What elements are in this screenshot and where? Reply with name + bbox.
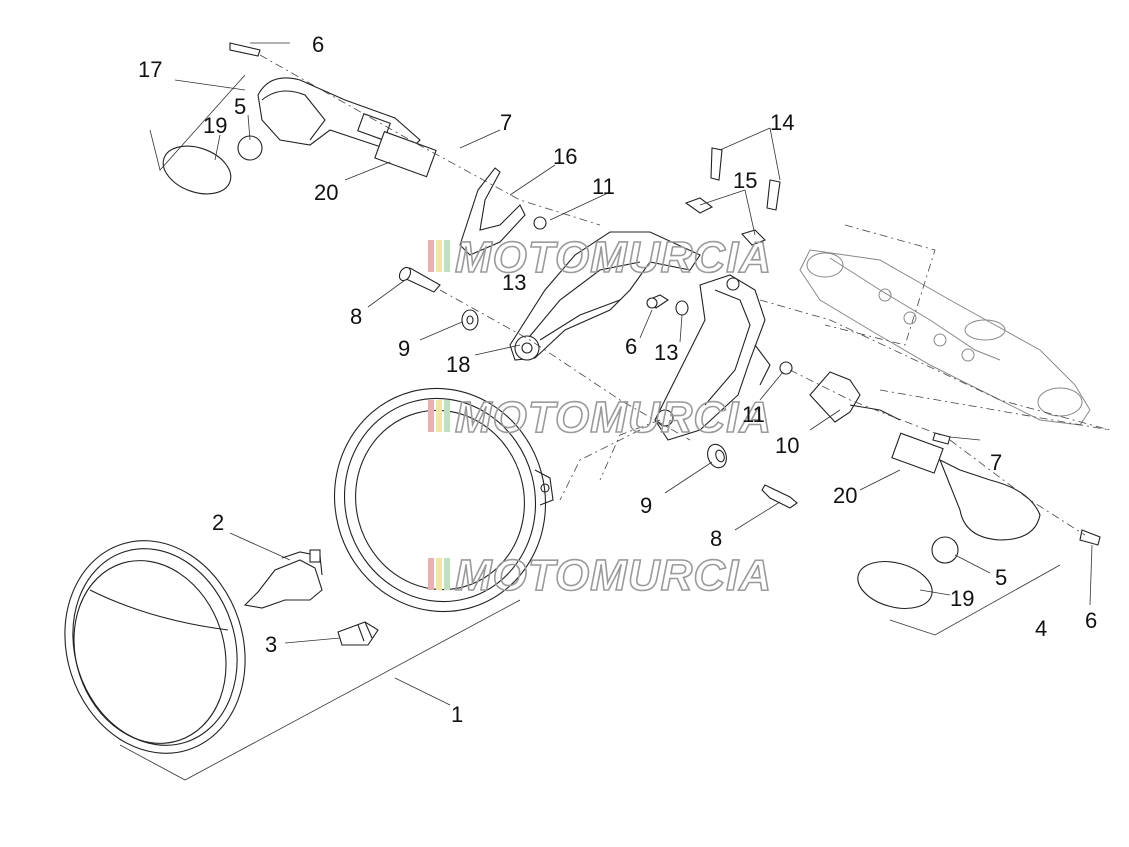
washer-9-lower bbox=[707, 443, 727, 469]
watermark-bottom: MOTOMURCIA bbox=[428, 550, 772, 601]
headlight-bracket-right bbox=[654, 274, 771, 441]
callout-11-upper: 11 bbox=[592, 174, 615, 199]
callout-6-right: 6 bbox=[1085, 608, 1097, 633]
callout-9-lower: 9 bbox=[640, 493, 652, 518]
callout-19-left: 19 bbox=[203, 113, 227, 138]
fork-clamp-ghost bbox=[799, 224, 1091, 426]
nut-11-lower bbox=[779, 361, 793, 375]
turn-signal-right bbox=[809, 371, 1101, 609]
washer-13-center bbox=[675, 300, 689, 316]
callout-5-right: 5 bbox=[995, 565, 1007, 590]
turn-signal-bracket-16 bbox=[459, 167, 526, 256]
screw-8-lower bbox=[761, 484, 798, 509]
washer-9-upper bbox=[461, 309, 479, 331]
callout-20-right: 20 bbox=[833, 483, 857, 508]
callout-6-center: 6 bbox=[625, 334, 637, 359]
callout-19-right: 19 bbox=[950, 586, 974, 611]
callout-13-upper: 13 bbox=[502, 270, 526, 295]
callout-10: 10 bbox=[775, 433, 799, 458]
svg-text:MOTOMURCIA: MOTOMURCIA bbox=[455, 393, 772, 442]
bulb-h4 bbox=[243, 549, 323, 609]
screw-6-center bbox=[646, 294, 670, 309]
headlight-front-lens bbox=[64, 540, 246, 754]
turn-signal-left bbox=[162, 42, 437, 195]
clips-15 bbox=[684, 197, 766, 246]
headlight-bracket-left bbox=[509, 231, 701, 361]
callout-8-lower: 8 bbox=[710, 526, 722, 551]
callout-6-top: 6 bbox=[312, 32, 324, 57]
group-bracket-lines bbox=[119, 74, 1061, 781]
callout-5-left: 5 bbox=[234, 94, 246, 119]
callout-11-lower: 11 bbox=[742, 402, 765, 427]
callout-2: 2 bbox=[212, 510, 224, 535]
callout-4: 4 bbox=[1035, 616, 1047, 641]
callout-1: 1 bbox=[451, 702, 463, 727]
callout-14: 14 bbox=[770, 110, 794, 135]
callout-13-lower: 13 bbox=[654, 340, 678, 365]
svg-text:MOTOMURCIA: MOTOMURCIA bbox=[455, 233, 772, 282]
callout-18: 18 bbox=[446, 352, 470, 377]
nut-11-upper bbox=[533, 216, 547, 230]
bulb-parking bbox=[337, 621, 379, 646]
headlight-rim bbox=[333, 387, 554, 613]
callouts: 6 17 5 19 7 20 16 11 14 15 13 8 9 18 6 1… bbox=[138, 32, 1097, 727]
callout-7-upper: 7 bbox=[500, 110, 512, 135]
callout-15: 15 bbox=[733, 168, 757, 193]
screws-14 bbox=[710, 147, 781, 211]
callout-7-right: 7 bbox=[990, 450, 1002, 475]
screw-8-upper bbox=[398, 266, 441, 293]
callout-9-upper: 9 bbox=[398, 336, 410, 361]
svg-text:MOTOMURCIA: MOTOMURCIA bbox=[455, 551, 772, 600]
callout-17: 17 bbox=[138, 57, 162, 82]
callout-20-left: 20 bbox=[314, 180, 338, 205]
callout-3: 3 bbox=[265, 632, 277, 657]
assembly-lines bbox=[259, 54, 1111, 536]
watermark-top: MOTOMURCIA bbox=[428, 232, 772, 283]
leader-lines bbox=[174, 42, 1093, 706]
callout-16: 16 bbox=[553, 144, 577, 169]
callout-8-upper: 8 bbox=[350, 304, 362, 329]
watermark-middle: MOTOMURCIA bbox=[428, 392, 772, 443]
